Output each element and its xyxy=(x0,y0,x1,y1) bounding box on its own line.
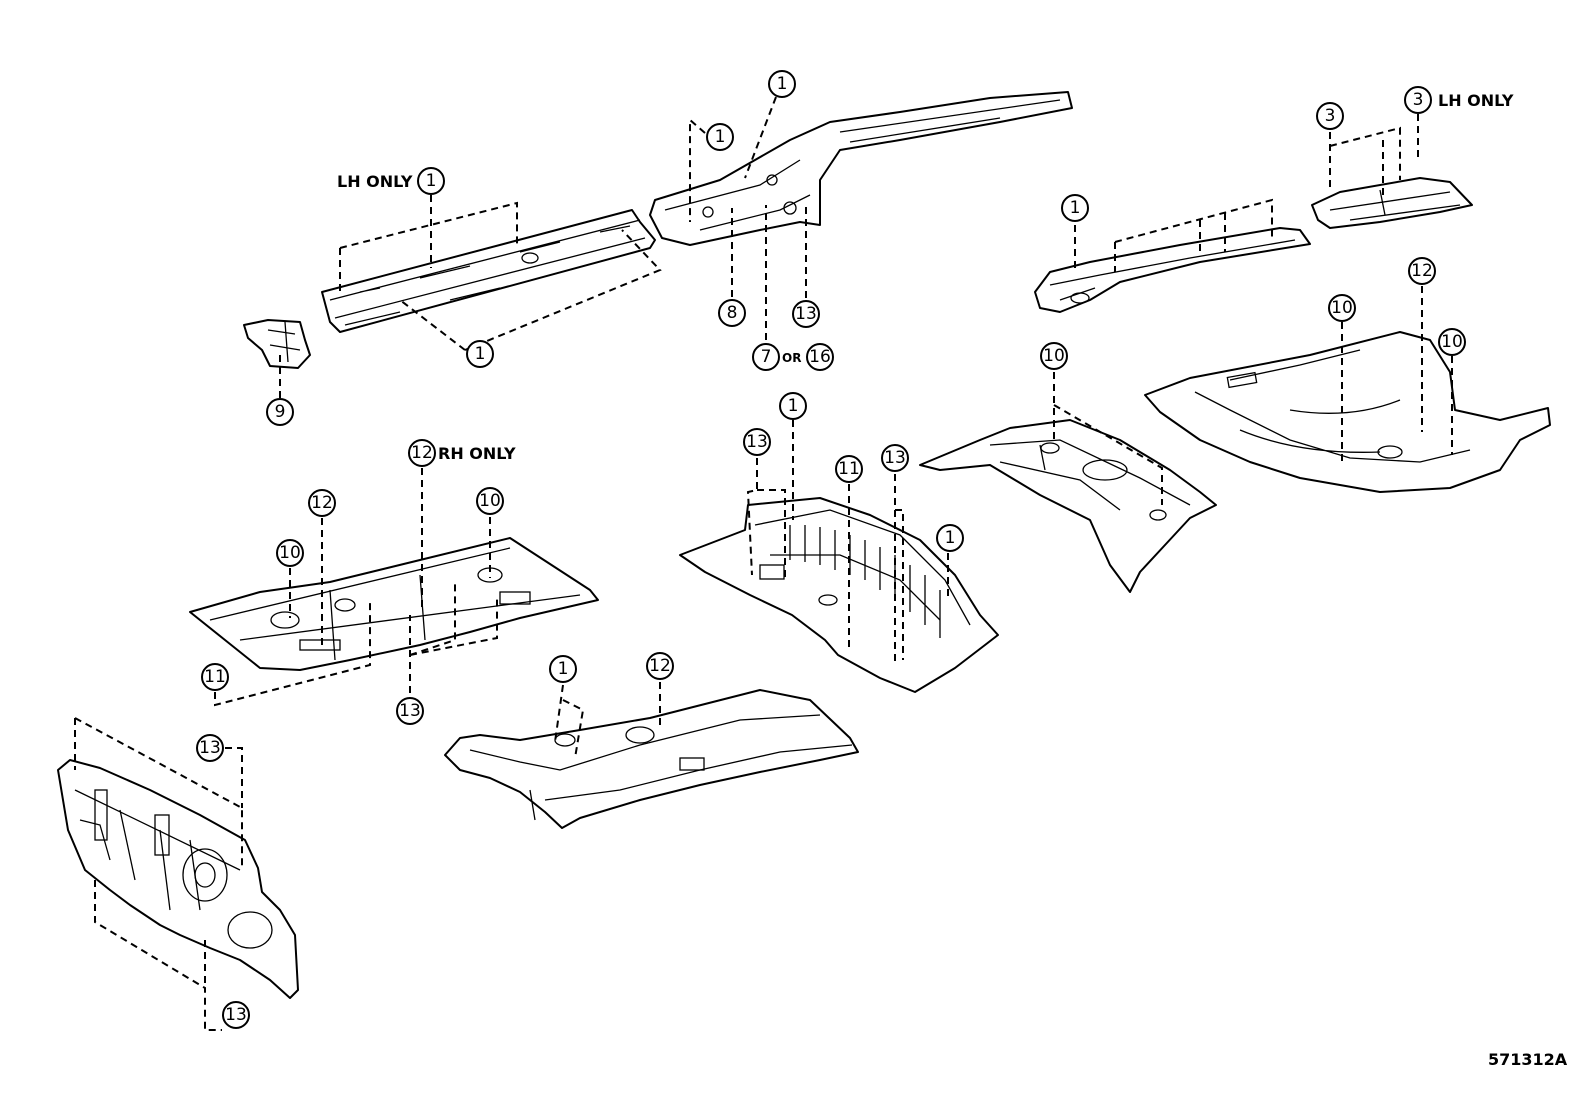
callout-1-rocker-bottom: 1 xyxy=(466,340,494,368)
callout-number: 12 xyxy=(1411,261,1433,281)
callout-3: 3 xyxy=(1316,102,1344,130)
callout-3-lh-only: 3 xyxy=(1404,86,1432,114)
callout-10-rear-pan-right: 10 xyxy=(1438,328,1466,356)
leader-lines xyxy=(74,96,1453,1031)
callout-number: 12 xyxy=(411,443,433,463)
callout-1-top-center: 1 xyxy=(768,70,796,98)
callout-13-dash-bottom: 13 xyxy=(222,1001,250,1029)
callout-11-front-pan: 11 xyxy=(201,663,229,691)
callout-11-tunnel: 11 xyxy=(835,455,863,483)
rear-floor-pan-part xyxy=(1144,331,1551,493)
callout-number: 12 xyxy=(311,493,333,513)
callout-13-dash-top: 13 xyxy=(196,734,224,762)
callout-12-front-pan: 12 xyxy=(308,489,336,517)
callout-number: 1 xyxy=(715,127,726,147)
diagram-reference-code: 571312A xyxy=(1488,1050,1568,1069)
callout-number: 9 xyxy=(275,402,286,422)
callout-number: 3 xyxy=(1325,106,1336,126)
callout-16: 16 xyxy=(806,343,834,371)
callout-number: 10 xyxy=(479,491,501,511)
callout-number: 3 xyxy=(1413,90,1424,110)
callout-number: 13 xyxy=(884,448,906,468)
callout-number: 1 xyxy=(558,659,569,679)
callout-number: 13 xyxy=(746,432,768,452)
extension-part-3 xyxy=(1311,177,1473,229)
rocker-panel-part xyxy=(321,209,656,333)
callout-number: 13 xyxy=(225,1005,247,1025)
callout-7: 7 xyxy=(752,343,780,371)
callout-13-member: 13 xyxy=(792,300,820,328)
callout-number: 10 xyxy=(1043,346,1065,366)
callout-number: 8 xyxy=(727,303,738,323)
lh-only-label-rocker: LH ONLY xyxy=(337,172,413,191)
callout-number: 1 xyxy=(777,74,788,94)
callout-number: 10 xyxy=(1331,298,1353,318)
callout-9: 9 xyxy=(266,398,294,426)
callout-12-floor-side: 12 xyxy=(646,652,674,680)
callout-12-rh-only: 12 xyxy=(408,439,436,467)
callout-number: 12 xyxy=(649,656,671,676)
callout-number: 1 xyxy=(788,396,799,416)
callout-1-lh-only: 1 xyxy=(417,167,445,195)
callout-1-tunnel: 1 xyxy=(779,392,807,420)
callout-1-tunnel-right: 1 xyxy=(936,524,964,552)
callout-13-tunnel-right: 13 xyxy=(881,444,909,472)
callout-1-floor-side: 1 xyxy=(549,655,577,683)
or-label: OR xyxy=(782,351,801,365)
callout-1-upper: 1 xyxy=(706,123,734,151)
rear-floor-cross-member-part xyxy=(919,419,1217,593)
callout-number: 7 xyxy=(761,347,772,367)
callout-1-rear-member: 1 xyxy=(1061,194,1089,222)
callout-10-rear-pan-left: 10 xyxy=(1328,294,1356,322)
front-floor-side-part xyxy=(444,689,859,829)
rh-only-label: RH ONLY xyxy=(438,444,516,463)
front-side-member-part xyxy=(649,91,1073,246)
callout-13-front-pan: 13 xyxy=(396,697,424,725)
callout-10-front-pan-right: 10 xyxy=(476,487,504,515)
callout-12-rear-pan: 12 xyxy=(1408,257,1436,285)
callout-number: 10 xyxy=(279,543,301,563)
callout-13-tunnel-left: 13 xyxy=(743,428,771,456)
bracket-part-9 xyxy=(243,319,311,369)
callout-number: 13 xyxy=(199,738,221,758)
dash-panel-part xyxy=(57,759,299,999)
callout-number: 1 xyxy=(475,344,486,364)
lh-only-label-extension: LH ONLY xyxy=(1438,91,1514,110)
callout-number: 16 xyxy=(809,347,831,367)
callout-number: 13 xyxy=(795,304,817,324)
callout-number: 1 xyxy=(1070,198,1081,218)
callout-8: 8 xyxy=(718,299,746,327)
rear-side-member-part xyxy=(1034,227,1311,313)
callout-number: 1 xyxy=(945,528,956,548)
callout-number: 13 xyxy=(399,701,421,721)
front-floor-pan-part xyxy=(189,537,599,671)
callout-number: 10 xyxy=(1441,332,1463,352)
center-floor-tunnel-part xyxy=(679,497,999,693)
callout-number: 11 xyxy=(838,459,860,479)
callout-10-front-pan-left: 10 xyxy=(276,539,304,567)
callout-10-cross-member: 10 xyxy=(1040,342,1068,370)
callout-number: 11 xyxy=(204,667,226,687)
callout-number: 1 xyxy=(426,171,437,191)
